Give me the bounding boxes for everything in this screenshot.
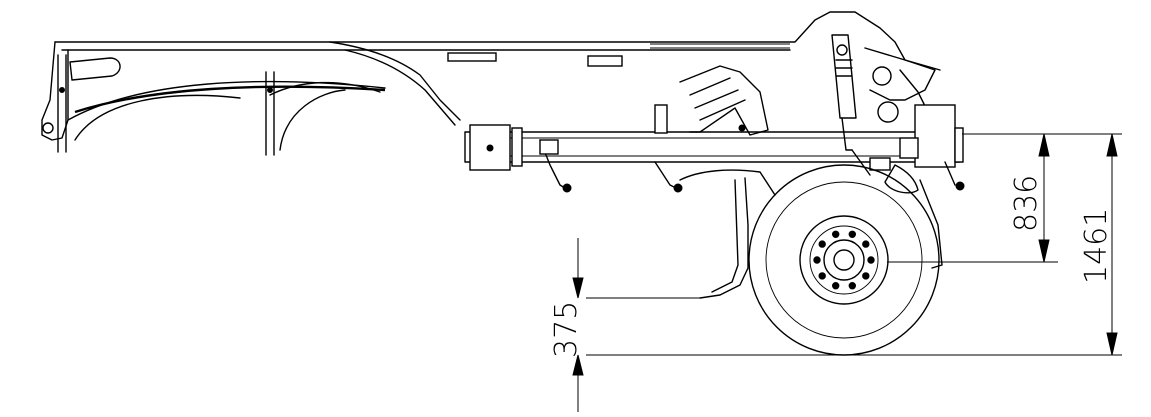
lug-nut (818, 272, 826, 280)
dimension-375: 375 (549, 301, 584, 358)
lug-nut (862, 240, 870, 248)
chassis-frame (41, 11, 941, 156)
dimensions: 375 836 1461 (549, 133, 1122, 412)
dimension-836: 836 (1009, 175, 1044, 232)
lug-nut (818, 240, 826, 248)
lug-nut (862, 272, 870, 280)
rear-frame (831, 34, 965, 194)
lug-nut (867, 256, 875, 264)
lug-nut (832, 282, 840, 290)
wheel (748, 164, 943, 356)
lug-nut (813, 256, 821, 264)
lug-nut (832, 230, 840, 239)
lower-beam (464, 124, 961, 193)
support-assembly (654, 65, 776, 299)
lug-nuts (813, 230, 875, 290)
dimension-1461: 1461 (1079, 208, 1114, 284)
lug-nut (848, 230, 856, 239)
lug-nut (848, 282, 856, 290)
